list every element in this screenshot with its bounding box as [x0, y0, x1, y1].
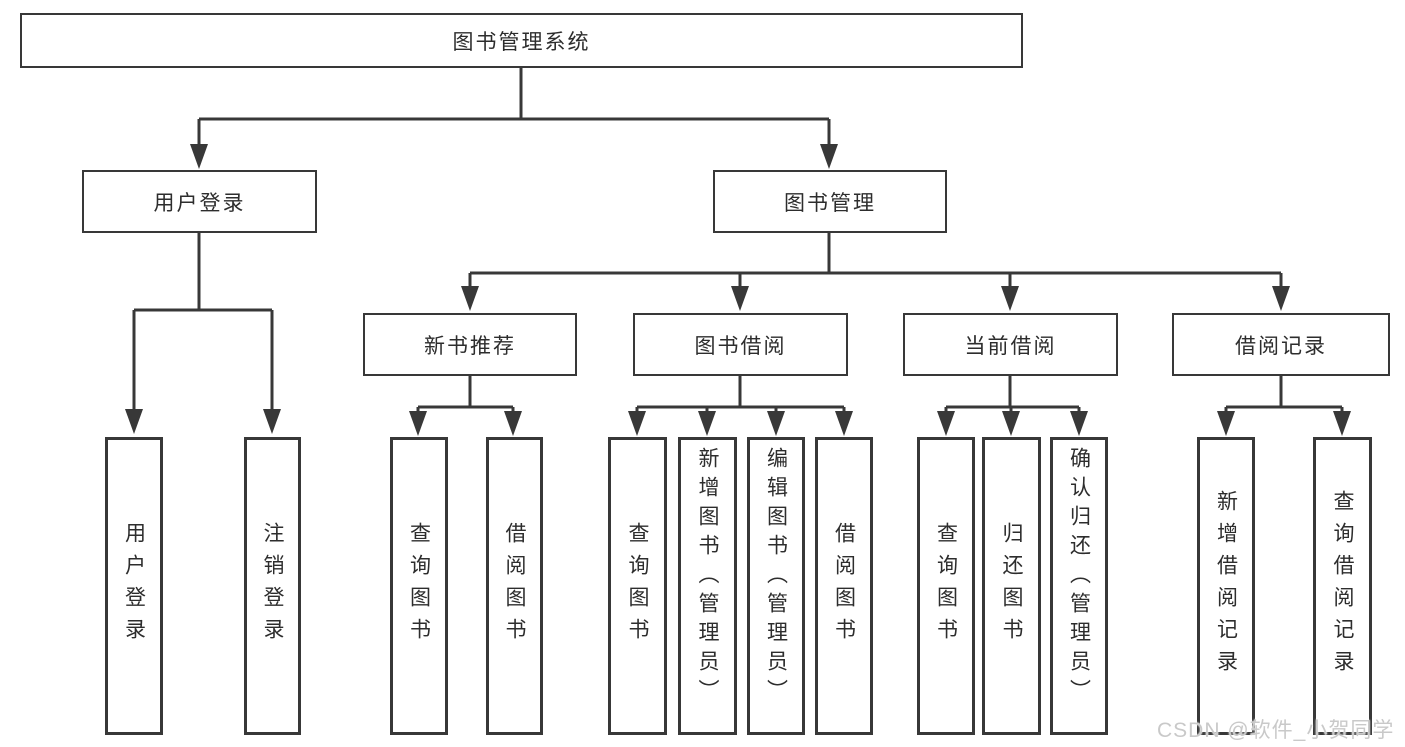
leaf-borrowing-add-books-admin: 新增图书（管理员） [678, 437, 737, 735]
node-user-login: 用户登录 [82, 170, 317, 233]
leaf-borrowing-query-books-label: 查询图书 [626, 522, 649, 650]
leaf-logout: 注销登录 [244, 437, 301, 735]
connector-segments [132, 68, 1344, 413]
node-borrow-records: 借阅记录 [1172, 313, 1390, 376]
leaf-current-return-books: 归还图书 [982, 437, 1041, 735]
node-book-management: 图书管理 [713, 170, 947, 233]
leaf-newbook-query-books-label: 查询图书 [407, 522, 431, 650]
leaf-borrowing-edit-books-admin: 编辑图书（管理员） [747, 437, 805, 735]
node-book-management-label: 图书管理 [784, 191, 876, 215]
leaf-current-confirm-return-admin-label: 确认归还（管理员） [1067, 447, 1091, 708]
leaf-borrowing-query-books: 查询图书 [608, 437, 667, 735]
leaf-newbook-borrow-books: 借阅图书 [486, 437, 543, 735]
leaf-records-add-record: 新增借阅记录 [1197, 437, 1255, 735]
node-new-book-recommend: 新书推荐 [363, 313, 577, 376]
node-user-login-label: 用户登录 [153, 191, 246, 215]
leaf-current-query-books-label: 查询图书 [934, 522, 958, 650]
leaf-newbook-query-books: 查询图书 [390, 437, 448, 735]
leaf-newbook-borrow-books-label: 借阅图书 [503, 522, 526, 650]
leaf-borrowing-borrow-books: 借阅图书 [815, 437, 873, 735]
leaf-current-confirm-return-admin: 确认归还（管理员） [1050, 437, 1108, 735]
leaf-records-query-record: 查询借阅记录 [1313, 437, 1372, 735]
leaf-user-login: 用户登录 [105, 437, 163, 735]
leaf-records-add-record-label: 新增借阅记录 [1214, 490, 1238, 682]
leaf-current-query-books: 查询图书 [917, 437, 975, 735]
node-root-label: 图书管理系统 [452, 30, 591, 54]
node-borrow-records-label: 借阅记录 [1235, 334, 1327, 358]
leaf-current-return-books-label: 归还图书 [1000, 522, 1023, 650]
node-new-book-recommend-label: 新书推荐 [424, 334, 516, 358]
leaf-logout-label: 注销登录 [261, 522, 284, 650]
leaf-records-query-record-label: 查询借阅记录 [1331, 490, 1354, 682]
leaf-borrowing-edit-books-admin-label: 编辑图书（管理员） [764, 447, 788, 708]
leaf-user-login-label: 用户登录 [122, 522, 146, 650]
node-book-borrowing-label: 图书借阅 [694, 334, 787, 358]
node-root: 图书管理系统 [20, 13, 1023, 68]
node-current-borrowing-label: 当前借阅 [964, 334, 1057, 358]
leaf-borrowing-borrow-books-label: 借阅图书 [832, 522, 856, 650]
node-book-borrowing: 图书借阅 [633, 313, 848, 376]
arrowheads [125, 144, 1351, 436]
node-current-borrowing: 当前借阅 [903, 313, 1118, 376]
leaf-borrowing-add-books-admin-label: 新增图书（管理员） [696, 447, 719, 708]
watermark: CSDN @软件_小贺同学 [1157, 719, 1395, 742]
